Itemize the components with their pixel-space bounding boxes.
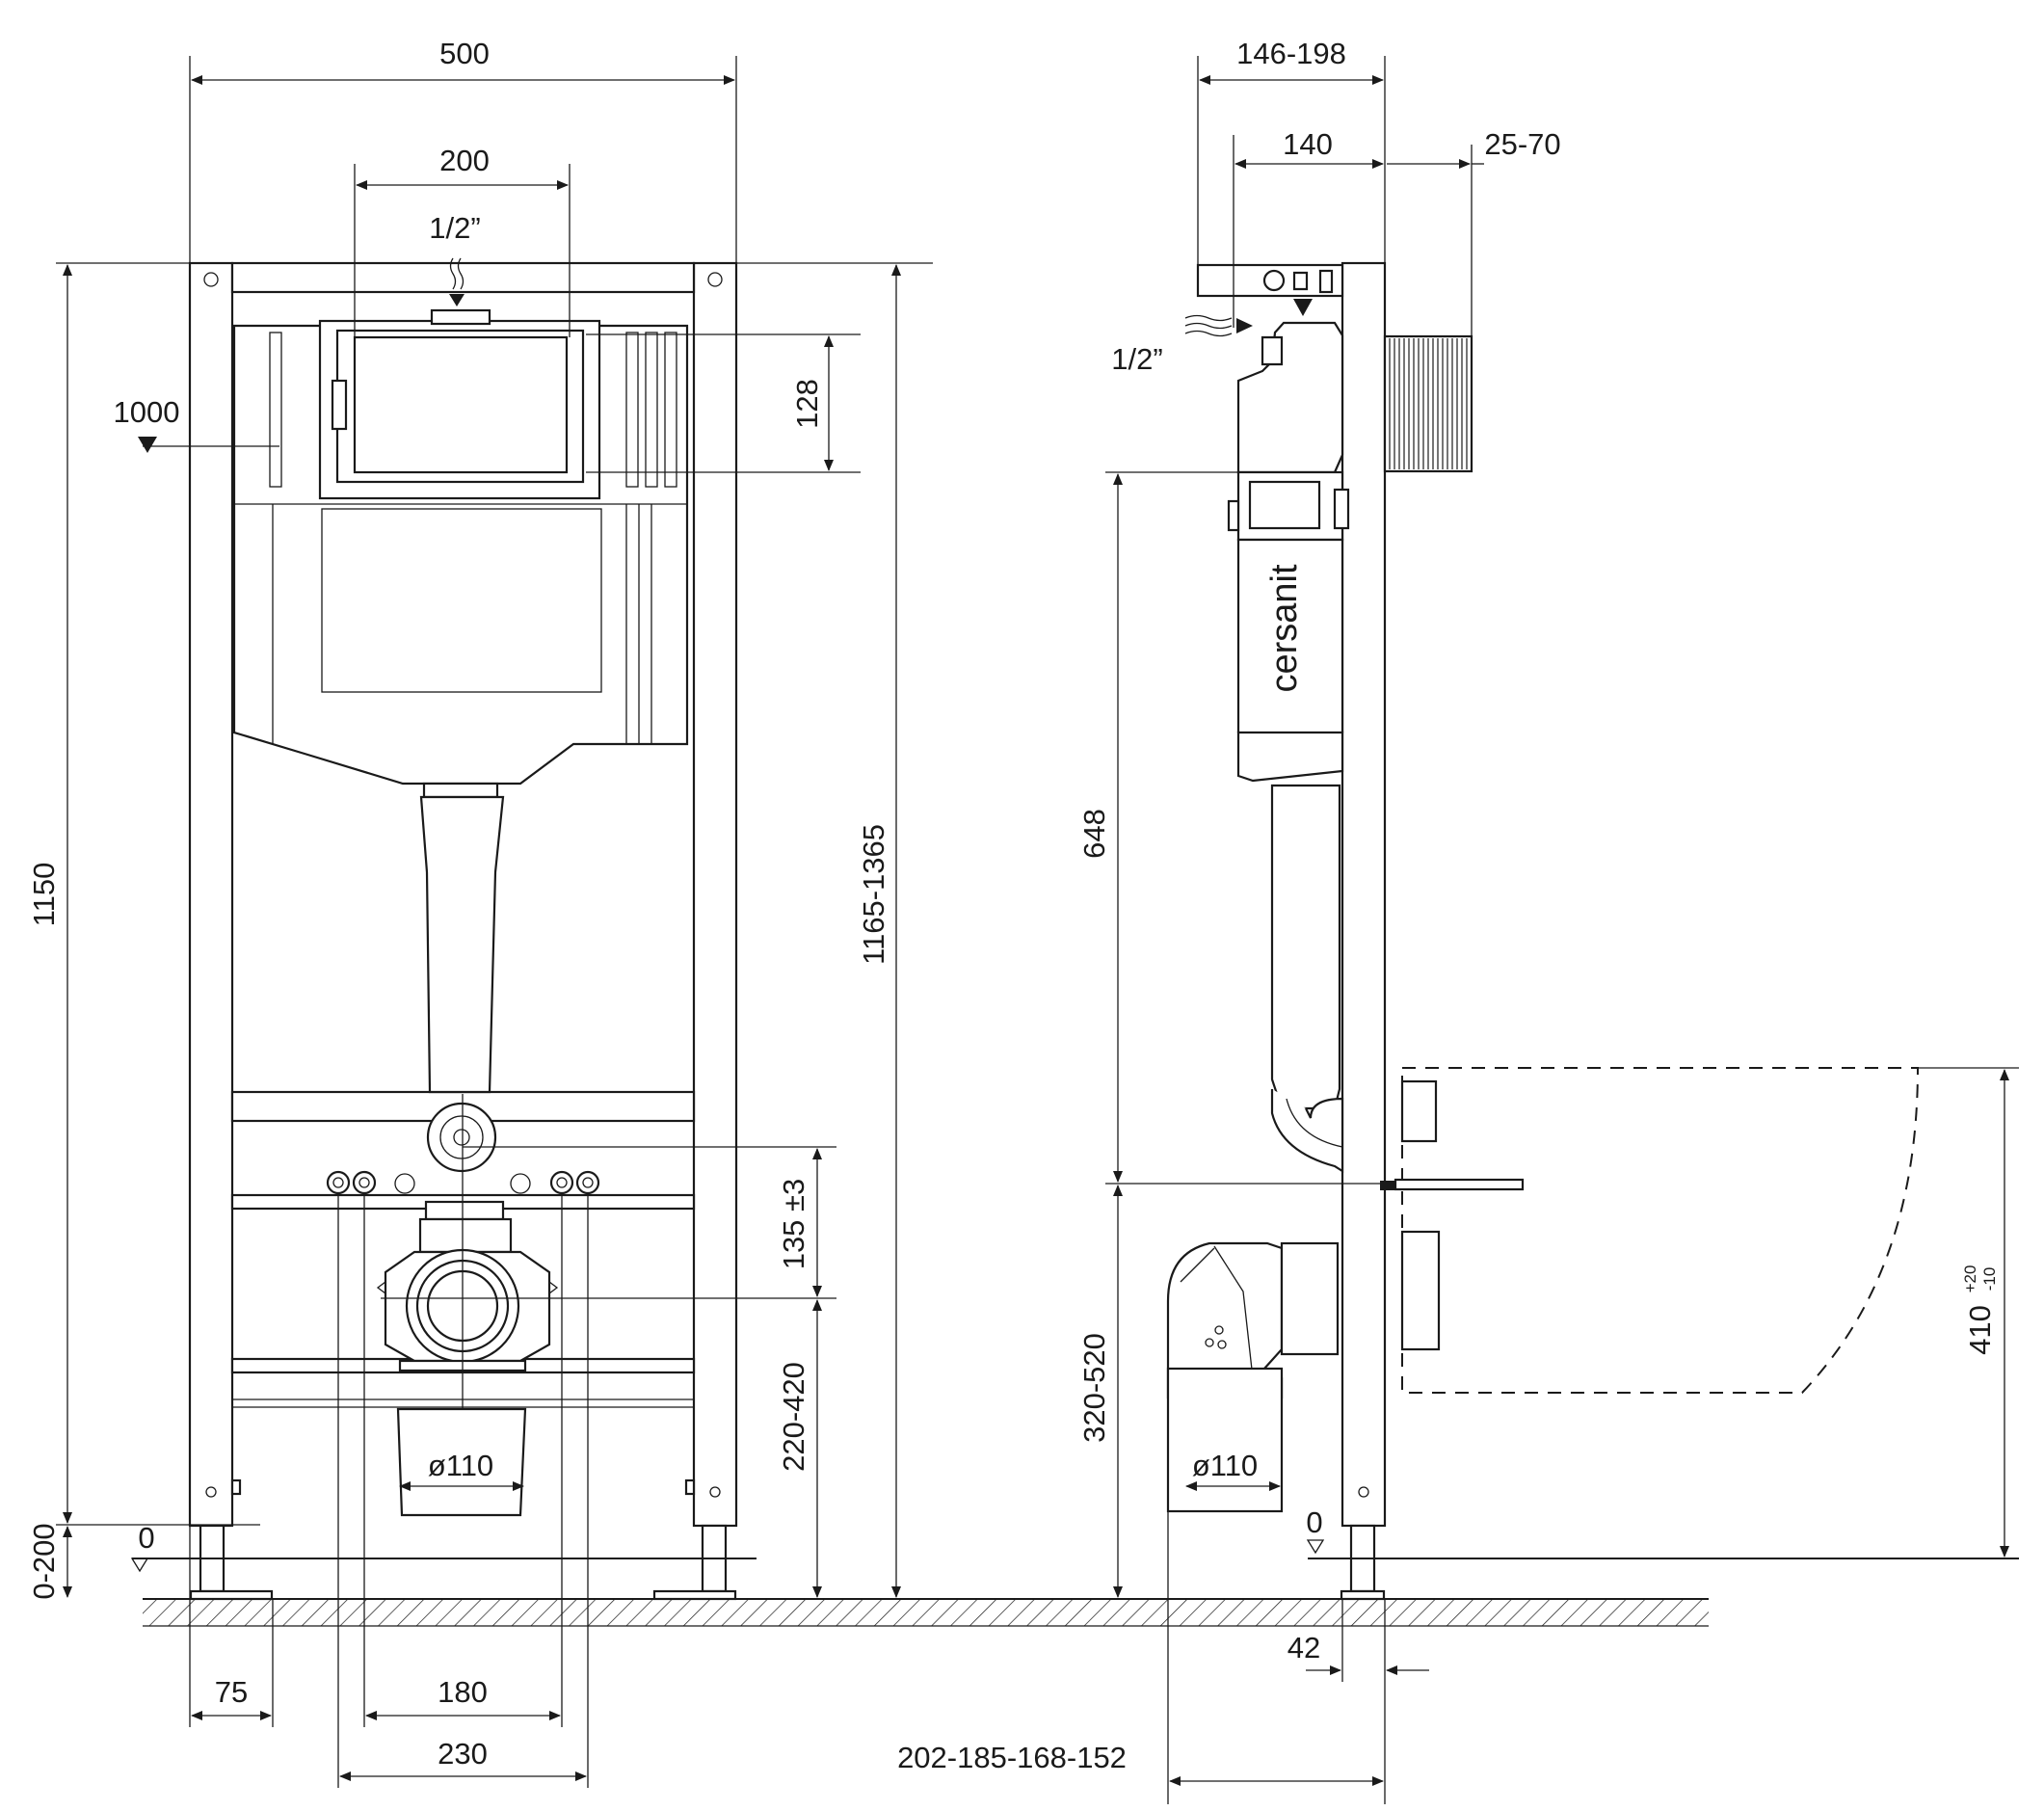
- dim-floor-zero: 0: [138, 1521, 154, 1555]
- dim-foot-offset: 42: [1287, 1631, 1320, 1665]
- side-dimensions: [1105, 56, 2019, 1804]
- dim-button-width: 200: [439, 144, 490, 177]
- dim-outlet-diameter: ø110: [428, 1449, 493, 1482]
- dim-frame-height: 1150: [27, 863, 61, 927]
- dim-side-outlet-diameter: ø110: [1192, 1449, 1258, 1482]
- bolt-holes: [326, 1170, 600, 1195]
- dim-tank-depth: 140: [1283, 127, 1333, 161]
- dim-bowl-tolerance-plus: +20: [1961, 1265, 1979, 1293]
- flush-button-opening: [318, 308, 601, 500]
- dim-height-range: 1165-1365: [857, 824, 890, 965]
- wall-plate: [1383, 334, 1473, 473]
- side-frame: [1196, 261, 1387, 1601]
- tank-side: cersanit: [1184, 299, 1350, 1173]
- side-view: cersanit: [897, 37, 2019, 1804]
- dim-inlet-spacing: 135 ±3: [777, 1179, 810, 1270]
- outlet-elbow: [1166, 1241, 1340, 1513]
- dim-side-water-inlet: 1/2”: [1111, 342, 1162, 376]
- dim-bolt-spacing-inner: 180: [438, 1675, 488, 1709]
- installation-frame: [188, 261, 738, 1601]
- dim-foot-width: 75: [215, 1675, 248, 1709]
- dim-overall-width: 500: [439, 37, 490, 70]
- dim-elbow-offsets: 202-185-168-152: [897, 1741, 1127, 1774]
- flush-pipe: [419, 782, 505, 1173]
- floor: [143, 1598, 1709, 1627]
- dim-tank-height-mark: 1000: [114, 395, 180, 429]
- dim-outlet-height: 220-420: [777, 1362, 810, 1472]
- dim-bowl-height: 410: [1963, 1305, 1997, 1355]
- dim-depth-range: 146-198: [1236, 37, 1346, 70]
- dim-water-inlet: 1/2”: [429, 211, 480, 245]
- dim-bolt-spacing-outer: 230: [438, 1737, 488, 1771]
- dim-bowl-tolerance-minus: -10: [1980, 1267, 1999, 1292]
- front-view: 500 200 1/2” 1000 128 1150 1165-1365 135…: [27, 37, 933, 1788]
- wc-bowl-outline: [1380, 1067, 1920, 1394]
- brand-label: cersanit: [1264, 564, 1305, 692]
- front-dimensions: [56, 56, 933, 1788]
- dim-outlet-height-range: 320-520: [1077, 1333, 1111, 1443]
- dim-tank-offset-height: 648: [1077, 809, 1111, 859]
- dim-button-height: 128: [790, 379, 824, 429]
- dim-leg-adjustment: 0-200: [27, 1523, 61, 1599]
- dim-side-floor-zero: 0: [1306, 1505, 1322, 1539]
- dim-wall-thickness: 25-70: [1484, 127, 1560, 161]
